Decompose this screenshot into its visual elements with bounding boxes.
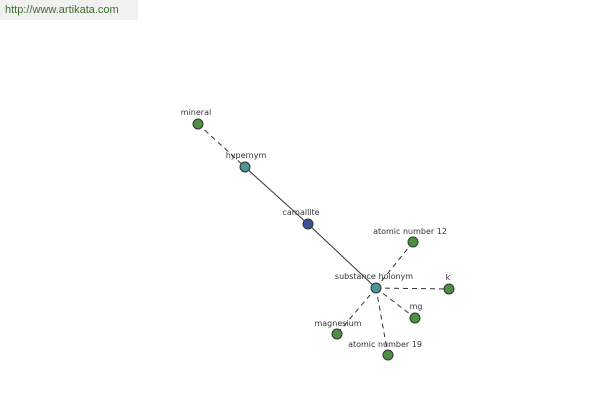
node-label-mg[interactable]: mg [410, 302, 423, 311]
edge-hypernym-carnallite [244, 166, 309, 225]
node-magnesium[interactable] [331, 328, 343, 340]
node-k[interactable] [443, 283, 455, 295]
edge-substance-holonym-magnesium [336, 287, 377, 335]
nodes-layer [192, 118, 455, 361]
node-label-atomic-number-12[interactable]: atomic number 12 [373, 227, 447, 236]
node-label-atomic-number-19[interactable]: atomic number 19 [348, 340, 422, 349]
labels-layer: mineral hypernym carnallite substance holon… [181, 108, 451, 349]
node-label-substance-holonym[interactable]: substance holonym [335, 272, 413, 281]
node-label-carnallite[interactable]: carnallite [282, 208, 319, 217]
node-mineral[interactable] [192, 118, 204, 130]
node-label-magnesium[interactable]: magnesium [314, 319, 361, 328]
node-mg[interactable] [409, 312, 421, 324]
edge-substance-holonym-atomic-number-19 [375, 287, 389, 356]
node-label-hypernym[interactable]: hypernym [226, 151, 267, 160]
edges-layer [197, 123, 450, 356]
watermark-url[interactable]: http://www.artikata.com [0, 0, 138, 20]
node-atomic-number-19[interactable] [382, 349, 394, 361]
node-label-mineral[interactable]: mineral [181, 108, 211, 117]
node-hypernym[interactable] [239, 161, 251, 173]
edge-mineral-hypernym [197, 123, 246, 168]
edge-substance-holonym-atomic-number-12 [375, 241, 414, 289]
edge-carnallite-substance-holonym [307, 223, 377, 289]
node-label-k[interactable]: k [446, 273, 451, 282]
node-atomic-number-12[interactable] [407, 236, 419, 248]
node-substance-holonym[interactable] [370, 282, 382, 294]
node-carnallite[interactable] [302, 218, 314, 230]
edge-substance-holonym-k [375, 287, 450, 290]
